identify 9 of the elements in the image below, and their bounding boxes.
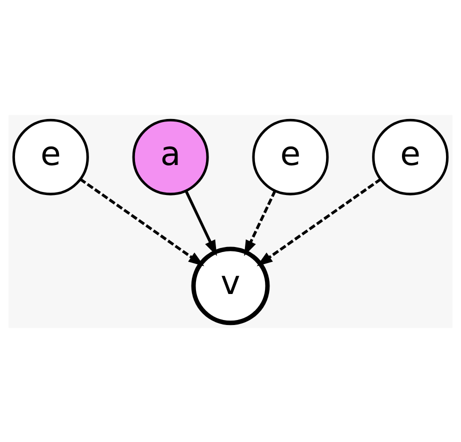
arrow (244, 190, 276, 256)
node-circle: e (372, 118, 449, 195)
arrow (80, 178, 204, 266)
arrow (256, 178, 382, 266)
node-circle: e (252, 118, 329, 195)
arrow (184, 190, 217, 256)
node-circle: a (132, 118, 209, 195)
node-circle: v (191, 246, 270, 325)
node-circle: e (12, 118, 89, 195)
